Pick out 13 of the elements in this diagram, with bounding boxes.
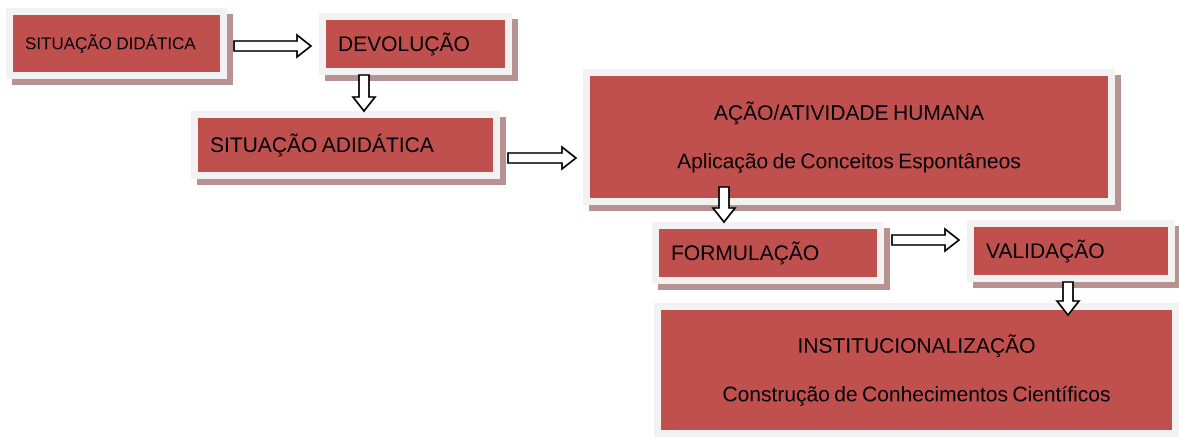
process-box: VALIDAÇÃO bbox=[967, 220, 1179, 288]
process-box: SITUAÇÃO ADIDÁTICA bbox=[191, 111, 506, 185]
block-arrow bbox=[507, 145, 578, 171]
process-box: INSTITUCIONALIZAÇÃO Construção de Conhecimentos Científicos bbox=[654, 303, 1179, 437]
block-arrow bbox=[711, 186, 737, 224]
block-arrow bbox=[1055, 281, 1081, 317]
process-box: FORMULAÇÃO bbox=[652, 222, 890, 290]
block-arrow bbox=[351, 74, 377, 113]
process-box: DEVOLUÇÃO bbox=[319, 13, 518, 81]
process-box: AÇÃO/ATIVIDADE HUMANA Aplicação de Conceitos Espontâneos bbox=[583, 69, 1121, 211]
block-arrow bbox=[233, 33, 313, 59]
process-box: SITUAÇÃO DIDÁTICA bbox=[6, 8, 233, 85]
block-arrow bbox=[891, 227, 961, 253]
